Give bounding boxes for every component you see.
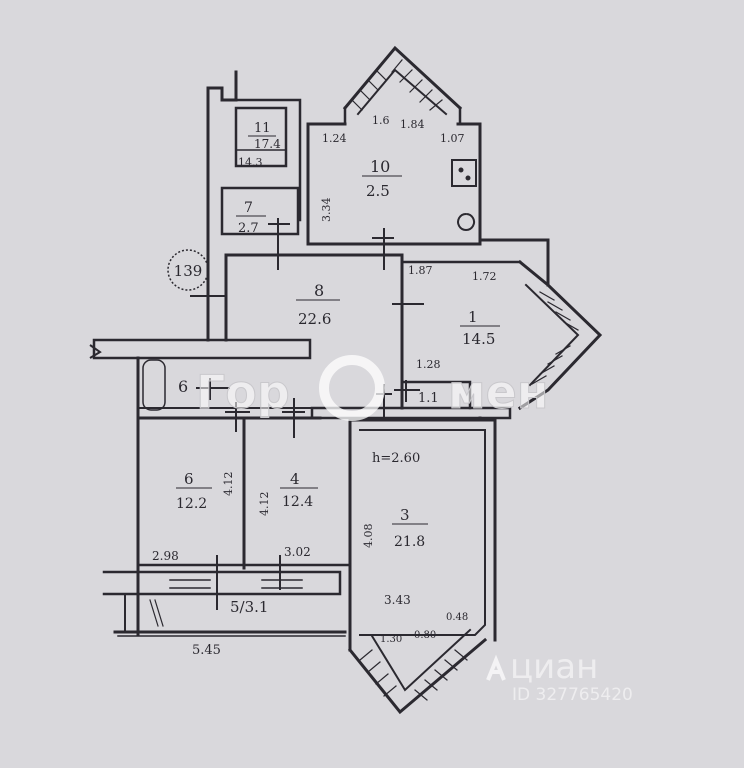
room-11-area: 2.5 [366,182,390,200]
dim-1-84: 1.84 [400,118,425,131]
cian-watermark: циан ID 327765420 [486,647,633,705]
dim-1-07: 1.07 [440,132,465,145]
dim-3-02: 3.02 [284,545,311,559]
dim-5-45: 5.45 [192,643,221,658]
cian-text: циан [510,647,598,687]
room-labels: 11 17.4 7 2.7 10 2.5 8 22.6 1 14.5 6 1.1… [176,121,500,616]
room-1-number: 1 [468,308,478,326]
room-9-number: 7 [244,200,253,216]
dim-3-43: 3.43 [384,593,411,607]
dim-4-08: 4.08 [362,524,375,549]
corridor-area: 1.1 [418,391,439,406]
dim-1-87: 1.87 [408,264,433,277]
room-4-number: 4 [290,470,300,488]
dim-1-72: 1.72 [472,270,497,283]
walls [92,45,603,715]
dim-2-98: 2.98 [152,549,179,563]
room-3-number: 3 [400,506,410,524]
room-6-number: 6 [184,470,194,488]
watermark-brand-right: мен [448,365,549,419]
room-7-number: 6 [178,377,188,396]
room-10-number: 11 [254,121,271,136]
room-11-number: 10 [370,157,390,176]
watermark-logo-icon [319,355,385,421]
room-9-area: 2.7 [238,221,259,236]
dim-1-6: 1.6 [372,114,390,127]
dimension-labels: 1.24 1.6 1.84 1.07 3.34 14.3 1.87 1.72 1… [152,114,497,658]
room-8-number: 8 [314,281,324,300]
plan-number: 139 [174,262,203,280]
dim-4-12-a: 4.12 [222,472,235,497]
dim-1-24: 1.24 [322,132,347,145]
room-4-area: 12.4 [282,494,313,510]
dim-3-34: 3.34 [320,198,333,223]
dim-4-12-b: 4.12 [258,492,271,517]
watermark-brand-left: Гор [196,365,290,419]
gorsmen-watermark: Гор мен [196,355,549,421]
cian-id: ID 327765420 [512,685,633,705]
room-10-area: 17.4 [254,137,281,151]
room-8-area: 22.6 [298,310,331,328]
room-3-area: 21.8 [394,534,425,550]
dim-0-48: 0.48 [446,612,468,623]
dim-14-3: 14.3 [238,156,263,169]
plan-number-circle [167,249,209,291]
dim-1-28: 1.28 [416,358,441,371]
dim-1-30: 1.30 [380,634,402,645]
room-5-label: 5/3.1 [230,598,268,616]
ceiling-height: h=2.60 [372,451,420,466]
dim-0-80: 0.80 [414,630,436,641]
room-6-area: 12.2 [176,496,207,512]
room-1-area: 14.5 [462,330,495,348]
cian-logo-icon [486,654,506,681]
